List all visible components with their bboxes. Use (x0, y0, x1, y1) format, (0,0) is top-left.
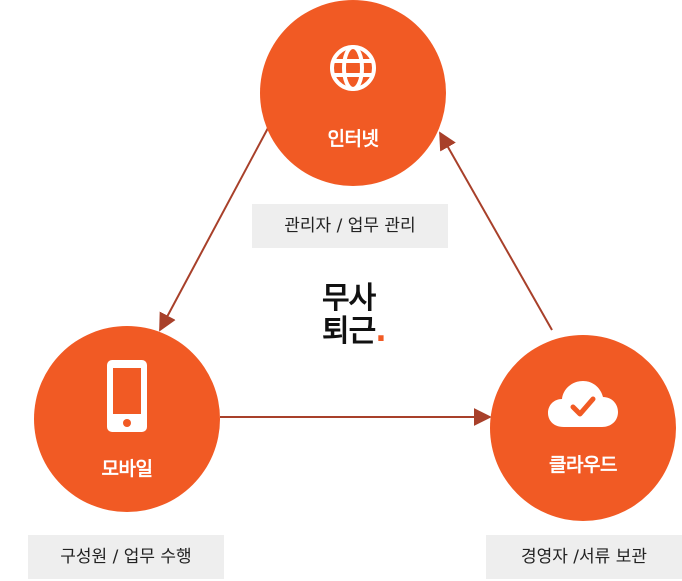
caption-mobile: 구성원 / 업무 수행 (28, 535, 224, 579)
node-cloud: 클라우드 (490, 335, 676, 521)
logo-line-1: 무사 (322, 281, 376, 316)
logo-line-2: 퇴근 (322, 314, 376, 349)
node-mobile: 모바일 (34, 326, 220, 512)
node-cloud-label: 클라우드 (549, 454, 617, 476)
smartphone-icon (105, 358, 149, 438)
arrow-internet-to-mobile (159, 127, 269, 332)
globe-icon (329, 44, 377, 96)
node-internet: 인터넷 (260, 0, 446, 186)
caption-cloud: 경영자 /서류 보관 (486, 535, 682, 579)
cloud-check-icon (546, 377, 620, 433)
node-internet-label: 인터넷 (327, 128, 379, 150)
center-logo: 무사 퇴근. (322, 281, 387, 349)
caption-internet: 관리자 / 업무 관리 (252, 204, 448, 248)
logo-dot: . (375, 314, 386, 349)
arrow-cloud-to-internet (439, 131, 553, 331)
node-mobile-label: 모바일 (101, 458, 153, 480)
